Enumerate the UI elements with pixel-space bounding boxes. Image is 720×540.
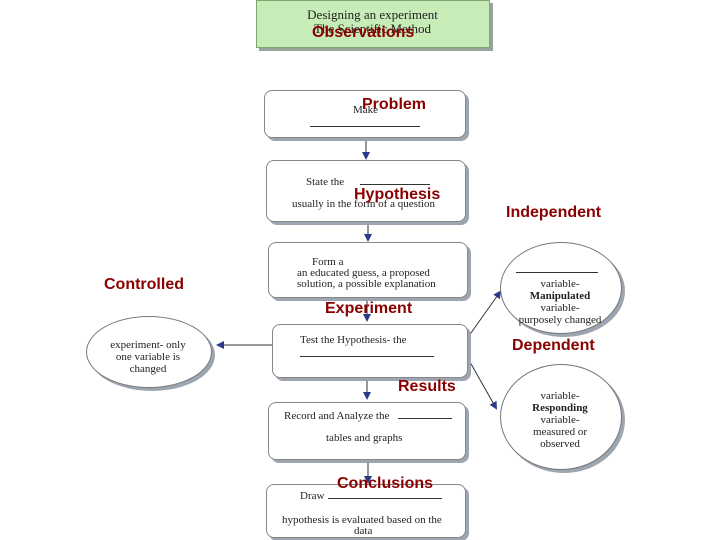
controlled-line1: experiment- only bbox=[110, 339, 186, 351]
hypothesis-blank bbox=[360, 184, 430, 185]
label-controlled: Controlled bbox=[104, 276, 184, 293]
overlay-conclusions: Conclusions bbox=[337, 475, 434, 492]
test-blank bbox=[300, 356, 434, 357]
form-text-line1: Form a bbox=[312, 256, 344, 268]
step-form-box bbox=[268, 242, 468, 298]
step-record-box bbox=[268, 402, 466, 460]
title-line2: The Scientific Method bbox=[314, 21, 431, 36]
title-text: Designing an experiment The Scientific M… bbox=[270, 8, 475, 36]
overlay-observations: Observations bbox=[312, 24, 415, 41]
arrow-test-to-independent bbox=[465, 290, 502, 341]
record-blank bbox=[398, 418, 452, 419]
hypothesis-text-line2: usually in the form of a question bbox=[292, 198, 435, 210]
controlled-ellipse bbox=[86, 316, 212, 388]
arrow-test-to-dependent bbox=[465, 354, 497, 410]
step-problem-box bbox=[264, 90, 466, 138]
overlay-experiment: Experiment bbox=[325, 300, 413, 317]
independent-ellipse bbox=[500, 242, 622, 334]
step-hypothesis-box bbox=[266, 160, 466, 222]
overlay-problem: Problem bbox=[362, 96, 427, 113]
overlay-hypothesis: Hypothesis bbox=[354, 186, 441, 203]
record-text-line1: Record and Analyze the bbox=[284, 410, 390, 422]
label-dependent: Dependent bbox=[512, 337, 595, 354]
draw-blank bbox=[328, 498, 442, 499]
independent-text: variable- Manipulated variable- purposel… bbox=[502, 278, 618, 326]
step-draw-box bbox=[266, 484, 466, 538]
draw-text-line3: data bbox=[354, 525, 373, 537]
title-box bbox=[256, 0, 490, 48]
form-text-line3: solution, a possible explanation bbox=[297, 278, 436, 290]
hypothesis-text-line1: State the bbox=[306, 176, 345, 188]
problem-blank bbox=[310, 126, 420, 127]
dependent-text: variable- Responding variable- measured … bbox=[502, 390, 618, 450]
record-text-line2: tables and graphs bbox=[326, 432, 403, 444]
dependent-line5: observed bbox=[540, 438, 580, 450]
controlled-line3: changed bbox=[129, 363, 167, 375]
independent-blank bbox=[516, 272, 598, 273]
problem-text: Make bbox=[353, 104, 379, 116]
independent-line4: purposely changed bbox=[518, 314, 602, 326]
draw-text-line1: Draw bbox=[300, 490, 325, 502]
dependent-line4: measured or bbox=[532, 426, 588, 438]
dependent-line2: Responding bbox=[532, 402, 588, 414]
step-test-box bbox=[272, 324, 468, 378]
form-text-line2: an educated guess, a proposed bbox=[297, 267, 430, 279]
dependent-line1: variable- bbox=[540, 390, 580, 402]
independent-line1: variable- bbox=[540, 278, 580, 290]
draw-text-line2: hypothesis is evaluated based on the bbox=[282, 514, 442, 526]
label-independent: Independent bbox=[506, 204, 602, 221]
controlled-text: experiment- only one variable is changed bbox=[92, 339, 204, 375]
independent-line3: variable- bbox=[540, 302, 580, 314]
title-line1: Designing an experiment bbox=[307, 7, 438, 22]
overlay-results: Results bbox=[398, 378, 456, 395]
test-text: Test the Hypothesis- the bbox=[300, 334, 407, 346]
controlled-line2: one variable is bbox=[115, 351, 181, 363]
dependent-line3: variable- bbox=[540, 414, 580, 426]
dependent-ellipse bbox=[500, 364, 622, 470]
independent-line2: Manipulated bbox=[529, 290, 591, 302]
